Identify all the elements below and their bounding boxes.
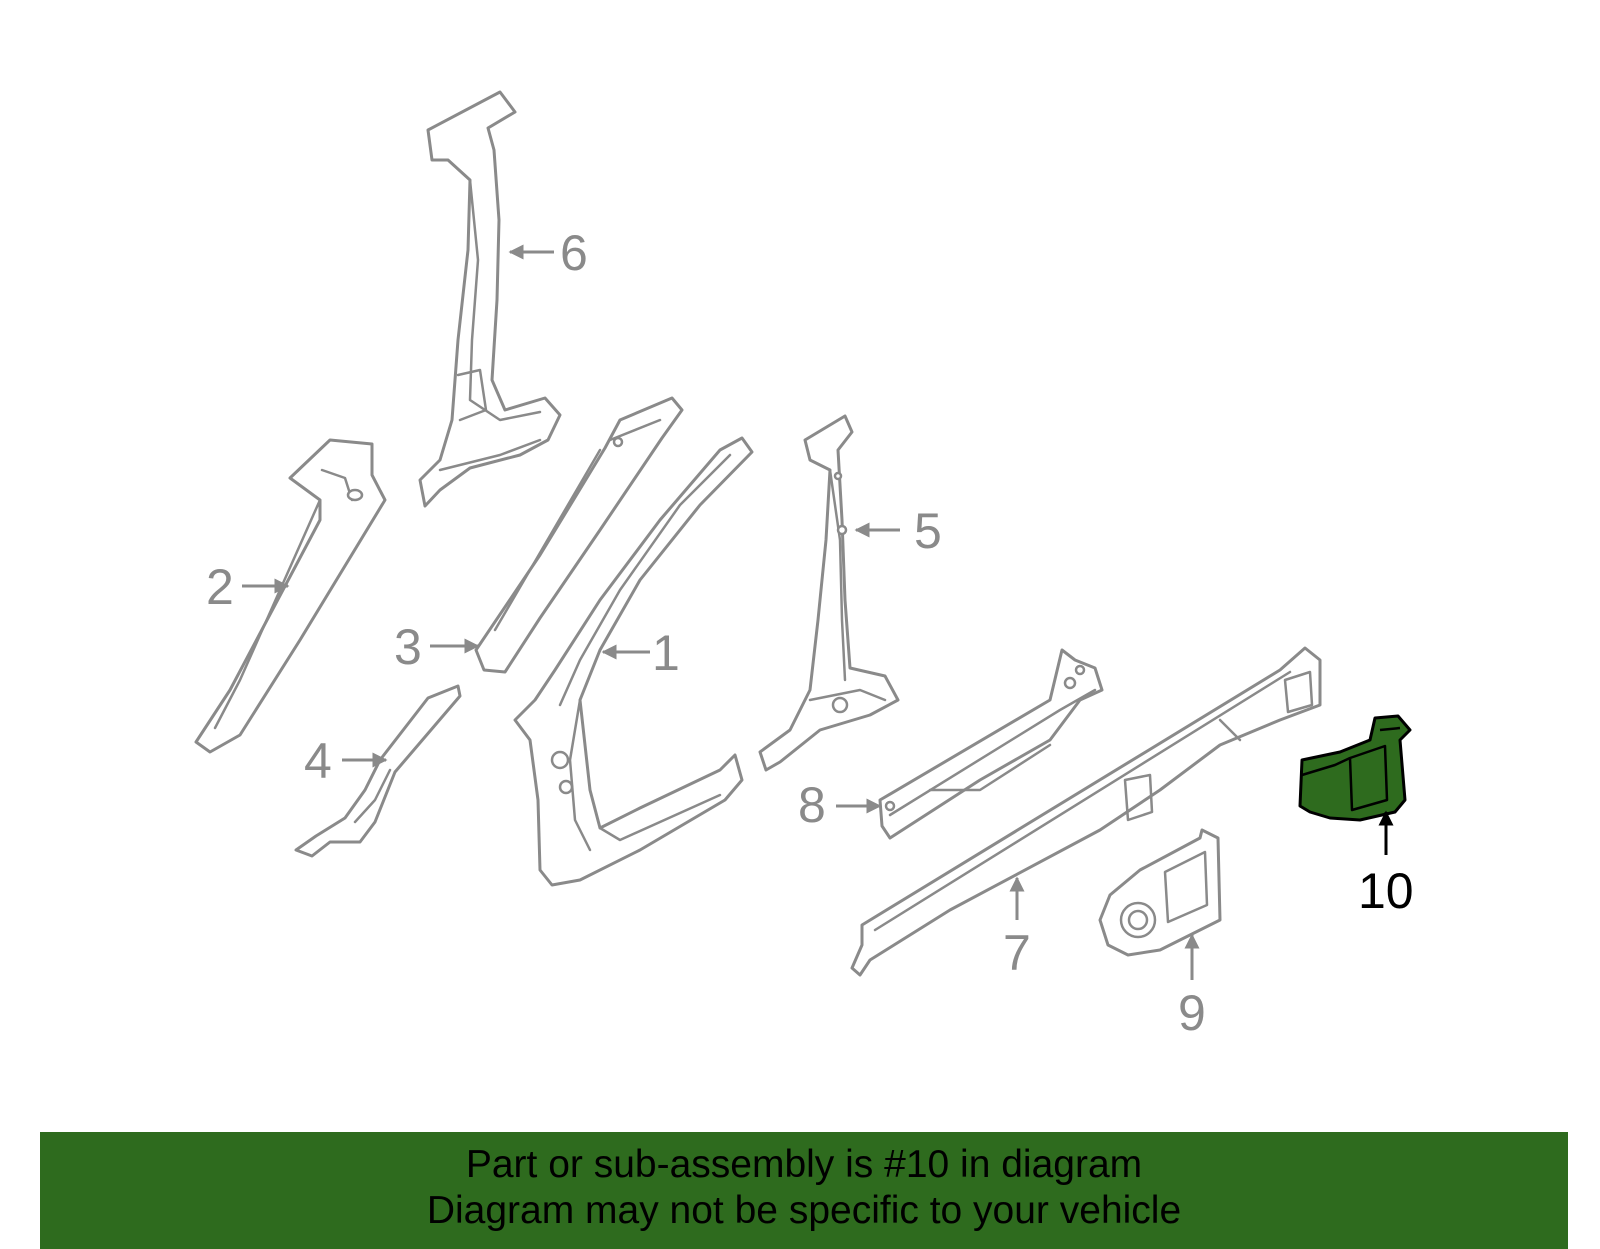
callout-10: 10 bbox=[1358, 863, 1414, 919]
part-4-bracket[interactable] bbox=[294, 684, 462, 858]
banner-line-2: Diagram may not be specific to your vehi… bbox=[426, 1189, 1182, 1232]
callout-8: 8 bbox=[798, 777, 826, 833]
part-2-reinforcement[interactable] bbox=[194, 438, 387, 754]
banner-line-1: Part or sub-assembly is #10 in diagram bbox=[465, 1143, 1143, 1186]
part-7-rocker-panel[interactable] bbox=[850, 646, 1322, 977]
part-8-rocker[interactable] bbox=[878, 648, 1104, 840]
part-5-pillar[interactable] bbox=[758, 414, 900, 772]
callout-6: 6 bbox=[560, 225, 588, 281]
callout-9: 9 bbox=[1178, 985, 1206, 1041]
callout-1: 1 bbox=[652, 625, 680, 681]
info-banner: Part or sub-assembly is #10 in diagram D… bbox=[40, 1132, 1568, 1249]
part-3-rail[interactable] bbox=[474, 396, 684, 674]
part-9-bracket[interactable] bbox=[1098, 828, 1222, 957]
parts-diagram: 1 2 3 4 5 6 7 8 9 10 bbox=[194, 90, 1414, 1041]
callout-2: 2 bbox=[206, 559, 234, 615]
callout-5: 5 bbox=[914, 503, 942, 559]
callout-7: 7 bbox=[1003, 925, 1031, 981]
part-1-frame[interactable] bbox=[513, 436, 754, 887]
callout-4: 4 bbox=[304, 733, 332, 789]
callout-3: 3 bbox=[394, 619, 422, 675]
part-10-bracket-highlighted[interactable] bbox=[1298, 714, 1412, 822]
part-6-pillar[interactable] bbox=[418, 90, 562, 508]
